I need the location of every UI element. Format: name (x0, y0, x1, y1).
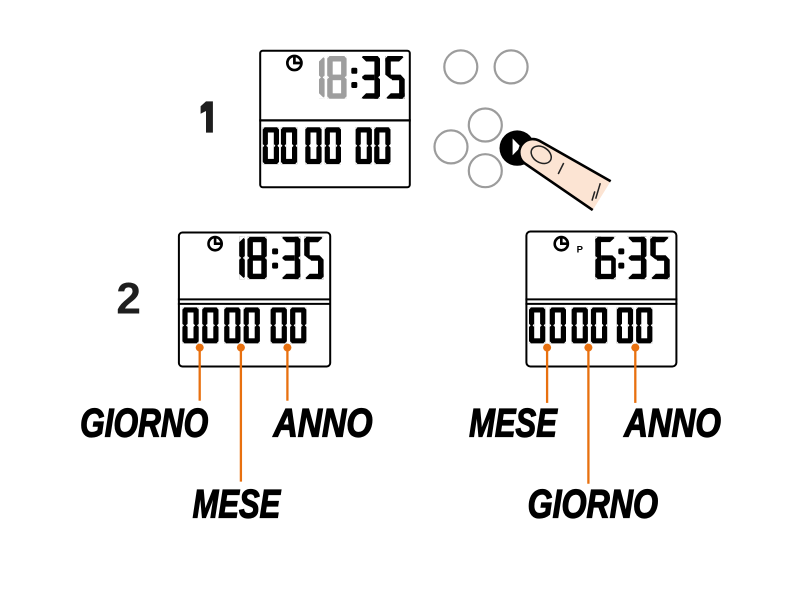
svg-text:2: 2 (116, 275, 141, 324)
svg-text:MESE: MESE (193, 483, 282, 527)
svg-text:ANNO: ANNO (623, 402, 720, 446)
svg-text:GIORNO: GIORNO (80, 402, 208, 446)
svg-text:MESE: MESE (469, 402, 558, 446)
svg-text:ANNO: ANNO (273, 402, 373, 446)
svg-text:P: P (577, 244, 584, 255)
svg-text:GIORNO: GIORNO (528, 483, 658, 527)
